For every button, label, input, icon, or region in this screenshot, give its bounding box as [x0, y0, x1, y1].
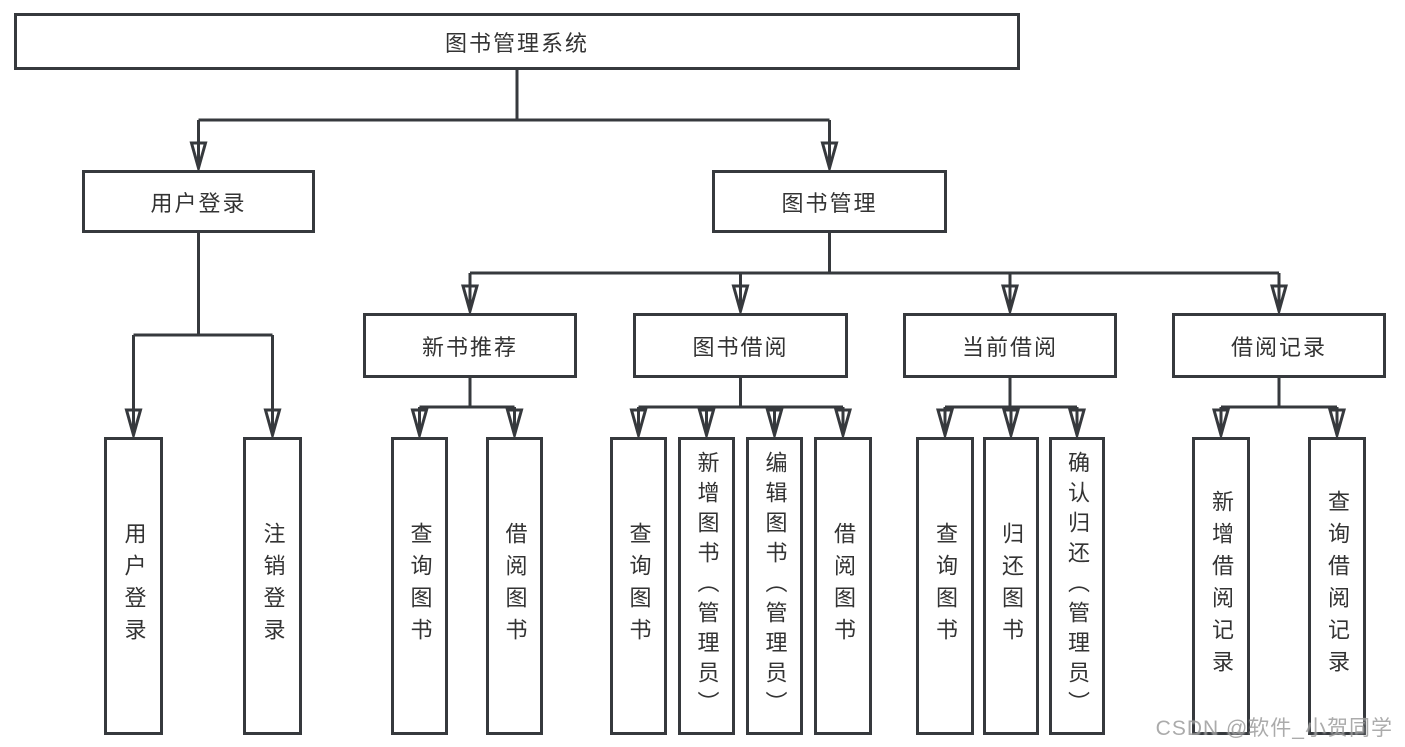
node-new-book-rec: 新书推荐: [363, 313, 577, 378]
node-borrow-records-label: 借阅记录: [1230, 334, 1327, 360]
node-leaf-add-record: 新增借阅记录: [1192, 437, 1250, 735]
node-leaf-query-book-1: 查询图书: [391, 437, 448, 735]
node-leaf-confirm-return-label: 确认归还（管理员）: [1065, 451, 1090, 721]
node-new-book-rec-label: 新书推荐: [421, 334, 518, 360]
node-leaf-logout: 注销登录: [243, 437, 302, 735]
node-leaf-query-record-label: 查询借阅记录: [1325, 490, 1350, 682]
node-user-login: 用户登录: [82, 170, 315, 233]
connector-book-mgmt-children: [470, 233, 1279, 311]
node-book-mgmt-label: 图书管理: [781, 190, 878, 216]
node-leaf-borrow-book-1: 借阅图书: [486, 437, 543, 735]
node-leaf-borrow-book-2-label: 借阅图书: [831, 522, 856, 650]
node-book-borrow: 图书借阅: [633, 313, 848, 378]
node-leaf-add-book-label: 新增图书（管理员）: [694, 451, 720, 721]
node-leaf-query-book-2-label: 查询图书: [626, 522, 652, 650]
node-leaf-edit-book: 编辑图书（管理员）: [746, 437, 803, 735]
node-leaf-user-login-label: 用户登录: [121, 522, 147, 650]
node-leaf-edit-book-label: 编辑图书（管理员）: [762, 451, 788, 721]
node-leaf-add-book: 新增图书（管理员）: [678, 437, 735, 735]
node-leaf-return-book: 归还图书: [983, 437, 1039, 735]
node-leaf-query-record: 查询借阅记录: [1308, 437, 1366, 735]
node-leaf-borrow-book-2: 借阅图书: [814, 437, 872, 735]
node-leaf-query-book-2: 查询图书: [610, 437, 667, 735]
csdn-watermark: CSDN @软件_小贺同学: [1155, 717, 1393, 740]
connector-book-borrow-children: [639, 378, 844, 435]
node-leaf-borrow-book-1-label: 借阅图书: [502, 522, 528, 650]
node-leaf-user-login: 用户登录: [104, 437, 163, 735]
node-current-borrow: 当前借阅: [903, 313, 1117, 378]
node-leaf-query-book-3-label: 查询图书: [933, 522, 958, 650]
node-leaf-add-record-label: 新增借阅记录: [1209, 490, 1234, 682]
node-root: 图书管理系统: [14, 13, 1020, 70]
node-leaf-query-book-1-label: 查询图书: [407, 522, 433, 650]
node-user-login-label: 用户登录: [150, 190, 247, 216]
node-book-mgmt: 图书管理: [712, 170, 947, 233]
connector-new-book-rec-children: [420, 378, 515, 435]
node-leaf-logout-label: 注销登录: [260, 522, 286, 650]
connector-borrow-records-children: [1221, 378, 1337, 435]
node-root-label: 图书管理系统: [444, 30, 589, 56]
node-current-borrow-label: 当前借阅: [961, 334, 1058, 360]
connector-user-login-children: [134, 233, 273, 435]
connector-current-borrow-children: [945, 378, 1077, 435]
node-borrow-records: 借阅记录: [1172, 313, 1386, 378]
node-leaf-return-book-label: 归还图书: [999, 522, 1024, 650]
connector-root-to-level2: [199, 70, 830, 168]
node-book-borrow-label: 图书借阅: [692, 334, 789, 360]
node-leaf-confirm-return: 确认归还（管理员）: [1049, 437, 1105, 735]
node-leaf-query-book-3: 查询图书: [916, 437, 974, 735]
